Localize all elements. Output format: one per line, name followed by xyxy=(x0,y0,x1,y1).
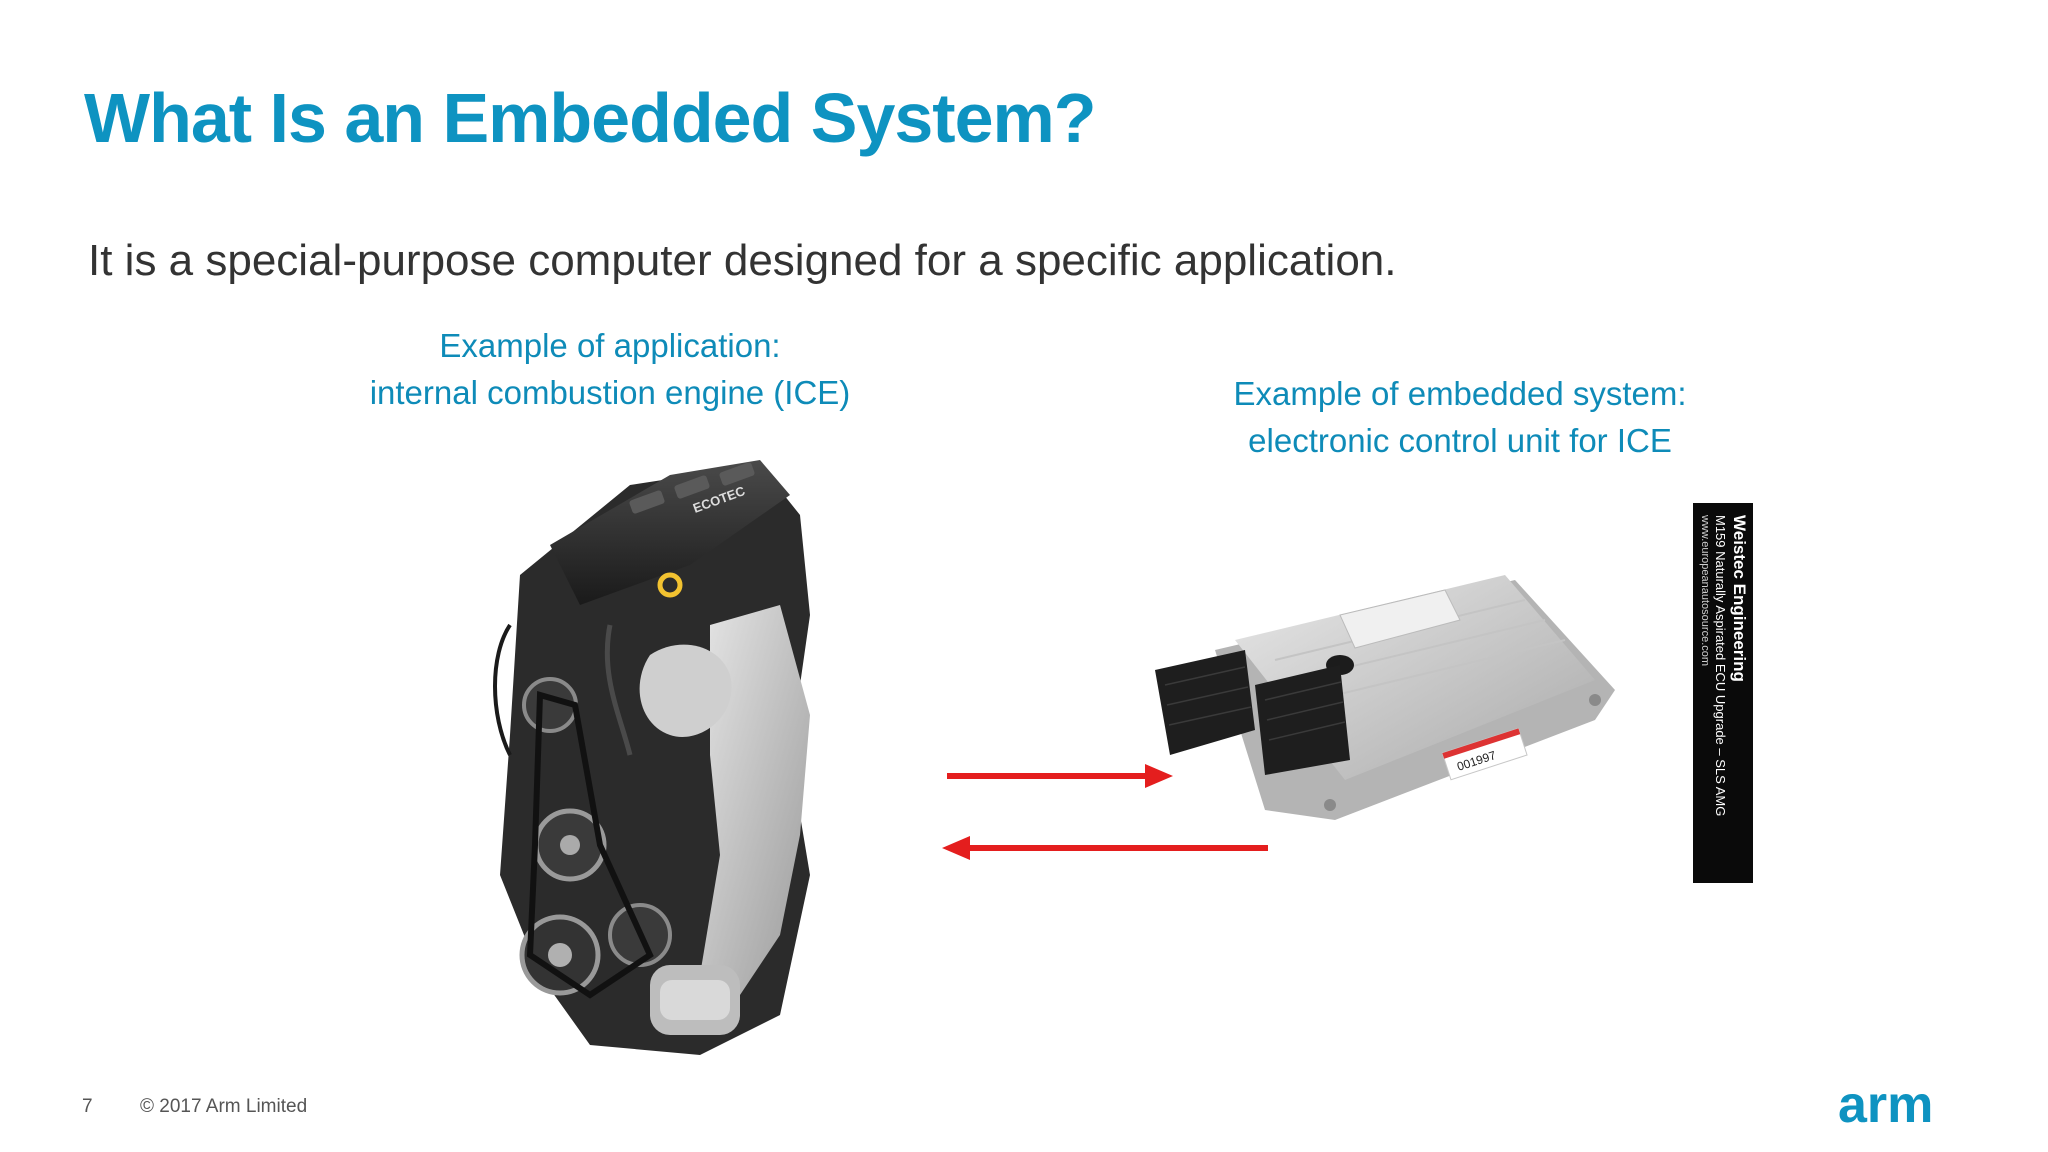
arrow-to-engine xyxy=(942,836,1268,860)
slide-title: What Is an Embedded System? xyxy=(84,79,1097,157)
banner-subtitle: M159 Naturally Aspirated ECU Upgrade – S… xyxy=(1713,515,1728,817)
embedded-caption-line1: Example of embedded system: xyxy=(1233,375,1687,412)
engine-image: ECOTEC xyxy=(493,460,810,1055)
ecu-image: 001997 xyxy=(1155,575,1615,820)
weistec-banner: Weistec Engineering M159 Naturally Aspir… xyxy=(1693,503,1753,883)
slide-subtitle: It is a special-purpose computer designe… xyxy=(88,236,1397,285)
application-caption-line1: Example of application: xyxy=(439,327,781,364)
svg-text:arm: arm xyxy=(1838,1080,1933,1130)
arm-logo: arm xyxy=(1838,1080,1933,1130)
page-number: 7 xyxy=(82,1096,93,1117)
application-caption: Example of application: internal combust… xyxy=(280,322,940,416)
copyright: © 2017 Arm Limited xyxy=(140,1096,308,1117)
embedded-system-caption: Example of embedded system: electronic c… xyxy=(1130,370,1790,464)
banner-title: Weistec Engineering xyxy=(1730,515,1749,682)
arrow-to-ecu xyxy=(947,764,1173,788)
application-caption-line2: internal combustion engine (ICE) xyxy=(369,374,851,411)
banner-url: www.europeanautosource.com xyxy=(1699,515,1711,667)
embedded-caption-line2: electronic control unit for ICE xyxy=(1248,422,1672,459)
